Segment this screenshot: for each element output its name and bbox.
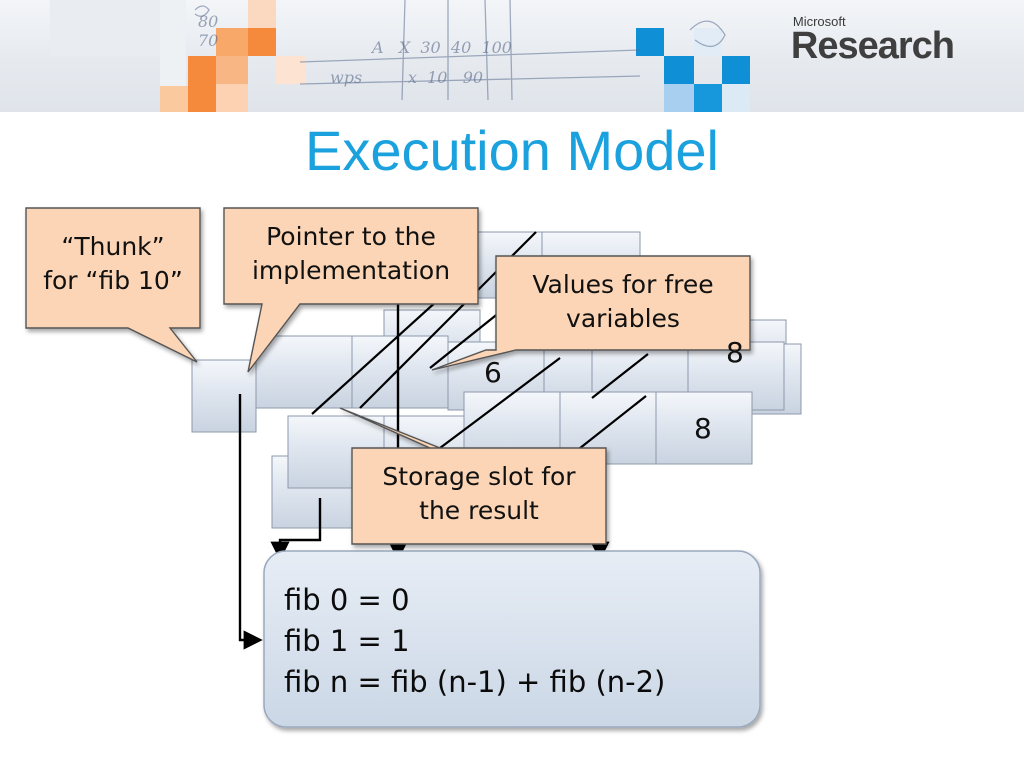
code-line: fib 0 = 0 <box>284 583 410 617</box>
banner-tile <box>248 28 276 56</box>
microsoft-research-logo: Microsoft Research <box>790 14 955 67</box>
callout-storage-slot-text: Storage slot for the result <box>352 460 606 528</box>
callout-thunk-text: “Thunk” for “fib 10” <box>26 230 200 298</box>
banner-tile <box>694 84 722 112</box>
callout-storage-slot-line: Storage slot for <box>382 462 576 491</box>
callout-thunk <box>25 207 201 363</box>
banner-tile <box>188 56 216 112</box>
handwritten-notes-graphic <box>194 0 726 101</box>
code-line: fib n = fib (n-1) + fib (n-2) <box>284 665 666 699</box>
callout-thunk-line: for “fib 10” <box>43 266 183 295</box>
callout-free-variables-line: Values for free <box>532 270 714 299</box>
thunk-free-variable-cell <box>351 335 449 409</box>
handwriting-scribble: A X 30 40 100 <box>372 38 512 57</box>
memory-cell <box>655 391 753 465</box>
banner-tile <box>248 0 276 28</box>
banner-tile <box>636 28 664 56</box>
logo-brand-big: Research <box>790 25 955 67</box>
thunk-header-cell <box>191 359 257 433</box>
cell-value-eight-front: 8 <box>694 412 712 445</box>
banner-tile <box>50 0 160 56</box>
callout-storage-slot-line: the result <box>419 496 539 525</box>
handwriting-scribble: wps x 10 90 <box>330 68 484 87</box>
banner-tile <box>664 84 694 112</box>
logo-brand-small: Microsoft <box>792 14 846 29</box>
banner-tile <box>216 56 248 84</box>
slide-title: Execution Model <box>304 119 719 182</box>
banner-tile <box>216 84 248 112</box>
banner-tile <box>722 56 750 84</box>
fib-definition-code: fib 0 = 0 fib 1 = 1 fib n = fib (n-1) + … <box>284 580 744 703</box>
arrow-thunk-to-code <box>238 394 263 650</box>
callout-pointer-line: implementation <box>251 256 451 285</box>
banner-tile <box>664 56 694 84</box>
callout-free-variables <box>431 255 751 371</box>
callout-pointer <box>223 207 479 373</box>
callout-shapes <box>25 207 751 545</box>
callout-thunk-line: “Thunk” <box>61 232 165 261</box>
banner-tile <box>276 56 306 84</box>
callout-free-variables-line: variables <box>566 304 680 333</box>
cell-value-six: 6 <box>484 356 502 389</box>
code-line: fib 1 = 1 <box>284 624 410 658</box>
banner-tile <box>722 84 750 112</box>
thunk-code-pointer-cell <box>255 335 353 409</box>
cell-value-eight-back: 8 <box>726 336 744 368</box>
arrow-slot-to-code <box>270 498 322 561</box>
banner-tile <box>216 28 248 56</box>
code-box <box>263 550 761 728</box>
callout-pointer-text: Pointer to the implementation <box>224 220 478 288</box>
callout-storage-slot <box>339 407 607 545</box>
callout-free-variables-text: Values for free variables <box>496 268 750 336</box>
thunk-row <box>191 335 449 433</box>
banner-tile <box>160 86 188 112</box>
callout-pointer-line: Pointer to the <box>266 222 436 251</box>
